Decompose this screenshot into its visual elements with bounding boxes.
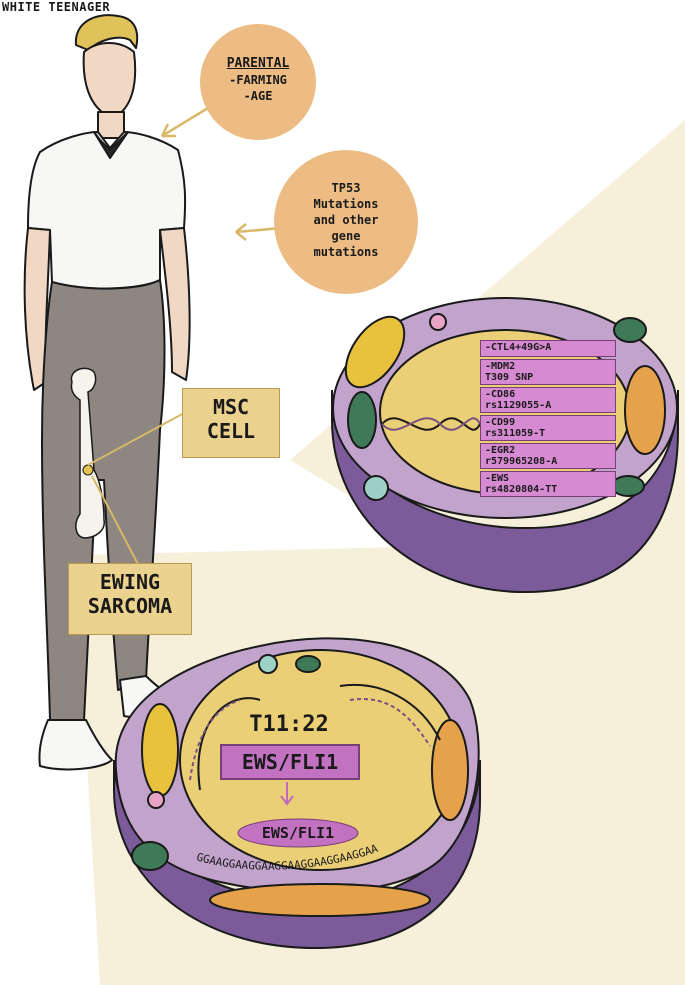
mutations-line-3: and other [282,212,410,228]
msc-organelle-green-1 [348,392,376,448]
fusion-gene-label: EWS/FLI1 [242,750,338,774]
tumor-spot [83,465,93,475]
snp-6-variant: rs4820804-TT [485,484,611,495]
neck [98,112,124,138]
parental-heading: PARENTAL [208,56,308,72]
translocation-label: T11:22 [234,712,344,737]
ewing-organelle-green-1 [132,842,168,870]
ewing-vesicle-2 [148,792,164,808]
snp-2-gene: -MDM2 [485,361,611,372]
ewing-sarcoma-label: EWING SARCOMA [68,563,192,635]
snp-item-4: -CD99 rs311059-T [480,415,616,441]
ewing-mitochondrion-1 [142,704,178,796]
snp-item-6: -EWS rs4820804-TT [480,471,616,497]
snp-2-variant: T309 SNP [485,372,611,383]
ewing-mitochondrion-3 [210,884,430,916]
mutations-line-5: mutations [282,244,410,260]
ewing-label-line-1: EWING [69,570,191,594]
snp-4-gene: -CD99 [485,417,611,428]
msc-cell-label: MSC CELL [182,388,280,458]
ewing-label-line-2: SARCOMA [69,594,191,618]
face [84,43,136,118]
fusion-protein-label: EWS/FLI1 [244,824,352,842]
mutations-line-1: TP53 [282,180,410,196]
parental-text: PARENTAL -FARMING -AGE [208,56,308,104]
msc-vesicle-1 [364,476,388,500]
parental-item-age: -AGE [208,88,308,104]
snp-item-1: -CTL4+49G>A [480,340,616,357]
snp-item-5: -EGR2 r579965208-A [480,443,616,469]
snp-3-variant: rs1129055-A [485,400,611,411]
parental-arrow [162,108,208,136]
mutations-line-2: Mutations [282,196,410,212]
ewing-organelle-green-2 [296,656,320,672]
msc-label-line-1: MSC [183,395,279,419]
snp-1-line-1: -CTL4+49G>A [485,342,611,353]
mutations-text: TP53 Mutations and other gene mutations [282,180,410,260]
snp-4-variant: rs311059-T [485,428,611,439]
snp-item-3: -CD86 rs1129055-A [480,387,616,413]
msc-label-line-2: CELL [183,419,279,443]
fusion-gene-box: EWS/FLI1 [220,744,360,780]
snp-5-variant: r579965208-A [485,456,611,467]
page-title: WHITE TEENAGER [2,0,110,14]
snp-item-2: -CTL4+49G>A -MDM2 T309 SNP [480,359,616,385]
snp-3-gene: -CD86 [485,389,611,400]
ewing-vesicle-1 [259,655,277,673]
snp-6-gene: -EWS [485,473,611,484]
shirt [28,132,185,289]
msc-mitochondrion-2 [625,366,665,454]
msc-organelle-green-2 [614,318,646,342]
mutations-line-4: gene [282,228,410,244]
parental-item-farming: -FARMING [208,72,308,88]
msc-organelle-green-3 [612,476,644,496]
snp-5-gene: -EGR2 [485,445,611,456]
msc-vesicle-2 [430,314,446,330]
ewing-cell [114,638,480,948]
